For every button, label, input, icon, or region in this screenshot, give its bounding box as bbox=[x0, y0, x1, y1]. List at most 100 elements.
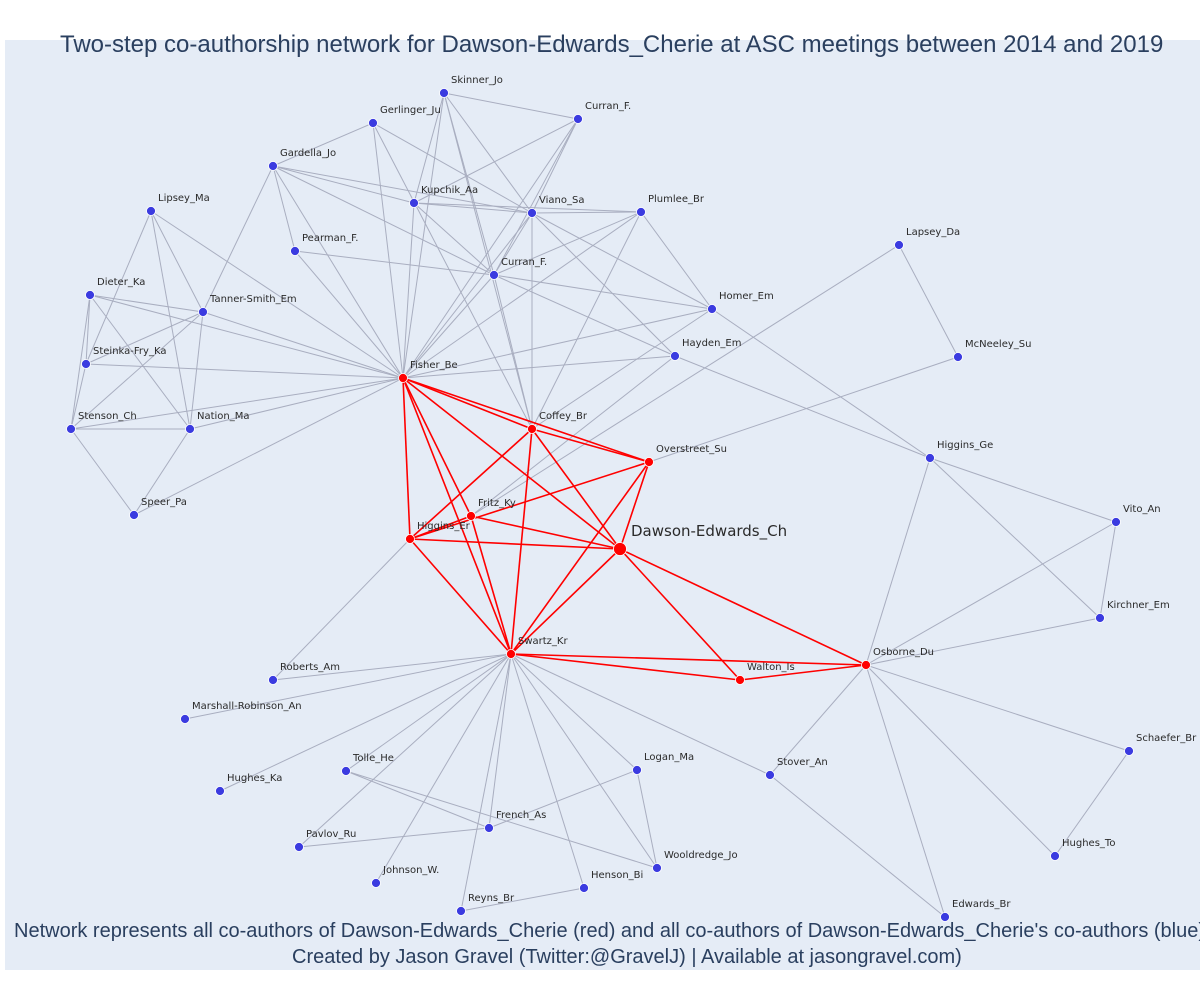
node-mcneeley-su[interactable] bbox=[953, 352, 963, 362]
grey-edge-fisher-be--nation-ma bbox=[189, 377, 404, 430]
grey-edge-fisher-be--gerlinger-ju bbox=[372, 122, 404, 379]
node-label-osborne-du: Osborne_Du bbox=[873, 647, 934, 658]
node-speer-pa[interactable] bbox=[129, 510, 139, 520]
grey-edge-tolle-he--french-as bbox=[345, 770, 490, 829]
grey-edge-kupchik-aa--viano-sa bbox=[413, 202, 533, 214]
grey-edge-plumlee-br--curran-f-mid bbox=[493, 211, 642, 276]
node-label-logan-ma: Logan_Ma bbox=[644, 752, 694, 763]
grey-edge-kupchik-aa--plumlee-br bbox=[413, 202, 642, 213]
node-viano-sa[interactable] bbox=[527, 208, 537, 218]
node-vito-an[interactable] bbox=[1111, 517, 1121, 527]
grey-edge-viano-sa--homer-em bbox=[531, 212, 713, 310]
red-edge-dawson-edwards-ch--osborne-du bbox=[619, 548, 867, 666]
node-lipsey-ma[interactable] bbox=[146, 206, 156, 216]
node-johnson-w[interactable] bbox=[371, 878, 381, 888]
grey-edge-swartz-kr--tolle-he bbox=[345, 653, 512, 772]
node-stover-an[interactable] bbox=[765, 770, 775, 780]
node-hayden-em[interactable] bbox=[670, 351, 680, 361]
grey-edge-fisher-be--steinka-fry-ka bbox=[85, 363, 404, 379]
node-curran-f-top[interactable] bbox=[573, 114, 583, 124]
node-wooldredge-jo[interactable] bbox=[652, 863, 662, 873]
node-label-mcneeley-su: McNeeley_Su bbox=[965, 339, 1031, 350]
grey-edge-swartz-kr--marshall-robinson-an bbox=[184, 653, 512, 720]
grey-edge-logan-ma--french-as bbox=[488, 769, 638, 829]
red-edge-fritz-ky--higgins-er bbox=[409, 515, 472, 540]
grey-edge-stover-an--edwards-br bbox=[769, 774, 946, 918]
node-osborne-du[interactable] bbox=[861, 660, 871, 670]
grey-edge-higgins-ge--osborne-du bbox=[865, 457, 931, 666]
node-curran-f-mid[interactable] bbox=[489, 270, 499, 280]
grey-edge-lipsey-ma--tanner-smith-em bbox=[150, 210, 204, 313]
node-pavlov-ru[interactable] bbox=[294, 842, 304, 852]
node-tanner-smith-em[interactable] bbox=[198, 307, 208, 317]
node-walton-is[interactable] bbox=[735, 675, 745, 685]
red-edge-overstreet-su--swartz-kr bbox=[510, 461, 650, 655]
node-overstreet-su[interactable] bbox=[644, 457, 654, 467]
node-marshall-robinson-an[interactable] bbox=[180, 714, 190, 724]
node-label-curran-f-mid: Curran_F. bbox=[501, 257, 547, 268]
node-hughes-ka[interactable] bbox=[215, 786, 225, 796]
grey-edge-mcneeley-su--overstreet-su bbox=[648, 356, 959, 463]
grey-edge-curran-f-mid--hayden-em bbox=[493, 274, 676, 357]
node-reyns-br[interactable] bbox=[456, 906, 466, 916]
node-nation-ma[interactable] bbox=[185, 424, 195, 434]
grey-edge-swartz-kr--wooldredge-jo bbox=[510, 653, 658, 869]
node-pearman-f[interactable] bbox=[290, 246, 300, 256]
node-label-steinka-fry-ka: Steinka-Fry_Ka bbox=[93, 346, 166, 357]
node-label-reyns-br: Reyns_Br bbox=[468, 893, 515, 904]
node-gardella-jo[interactable] bbox=[268, 161, 278, 171]
node-schaefer-br[interactable] bbox=[1124, 746, 1134, 756]
node-plumlee-br[interactable] bbox=[636, 207, 646, 217]
node-higgins-ge[interactable] bbox=[925, 453, 935, 463]
grey-edge-curran-f-top--viano-sa bbox=[531, 118, 579, 214]
node-roberts-am[interactable] bbox=[268, 675, 278, 685]
red-edge-dawson-edwards-ch--walton-is bbox=[619, 548, 741, 681]
node-kirchner-em[interactable] bbox=[1095, 613, 1105, 623]
node-fisher-be[interactable] bbox=[398, 373, 408, 383]
node-label-french-as: French_As bbox=[496, 810, 546, 821]
grey-edge-schaefer-br--hughes-to bbox=[1054, 750, 1130, 857]
node-label-homer-em: Homer_Em bbox=[719, 291, 774, 302]
node-skinner-jo[interactable] bbox=[439, 88, 449, 98]
node-homer-em[interactable] bbox=[707, 304, 717, 314]
grey-edge-fisher-be--lipsey-ma bbox=[150, 210, 404, 379]
grey-edge-viano-sa--curran-f-mid bbox=[493, 212, 533, 276]
grey-edge-fisher-be--hayden-em bbox=[402, 355, 676, 379]
node-tolle-he[interactable] bbox=[341, 766, 351, 776]
node-henson-bi[interactable] bbox=[579, 883, 589, 893]
grey-edge-swartz-kr--roberts-am bbox=[272, 653, 512, 681]
node-label-tanner-smith-em: Tanner-Smith_Em bbox=[209, 294, 297, 305]
node-stenson-ch[interactable] bbox=[66, 424, 76, 434]
node-gerlinger-ju[interactable] bbox=[368, 118, 378, 128]
grey-edge-french-as--pavlov-ru bbox=[298, 827, 490, 848]
node-coffey-br[interactable] bbox=[527, 424, 537, 434]
grey-edge-fisher-be--curran-f-top bbox=[402, 118, 579, 379]
node-dawson-edwards-ch[interactable] bbox=[613, 542, 627, 556]
node-hughes-to[interactable] bbox=[1050, 851, 1060, 861]
grey-edge-layer bbox=[70, 92, 1130, 918]
grey-edge-swartz-kr--johnson-w bbox=[375, 653, 512, 884]
node-dieter-ka[interactable] bbox=[85, 290, 95, 300]
grey-edge-curran-f-top--curran-f-mid bbox=[493, 118, 579, 276]
grey-edge-dieter-ka--steinka-fry-ka bbox=[85, 294, 91, 365]
node-label-lapsey-da: Lapsey_Da bbox=[906, 227, 960, 238]
node-french-as[interactable] bbox=[484, 823, 494, 833]
red-edge-dawson-edwards-ch--coffey-br bbox=[531, 428, 621, 550]
red-edge-fritz-ky--swartz-kr bbox=[470, 515, 512, 655]
grey-edge-vito-an--kirchner-em bbox=[1099, 521, 1117, 619]
node-logan-ma[interactable] bbox=[632, 765, 642, 775]
node-fritz-ky[interactable] bbox=[466, 511, 476, 521]
node-swartz-kr[interactable] bbox=[506, 649, 516, 659]
grey-edge-kirchner-em--osborne-du bbox=[865, 617, 1101, 666]
node-label-gerlinger-ju: Gerlinger_Ju bbox=[380, 105, 441, 116]
grey-edge-osborne-du--stover-an bbox=[769, 664, 867, 776]
node-edwards-br[interactable] bbox=[940, 912, 950, 922]
node-kupchik-aa[interactable] bbox=[409, 198, 419, 208]
node-lapsey-da[interactable] bbox=[894, 240, 904, 250]
grey-edge-osborne-du--edwards-br bbox=[865, 664, 946, 918]
node-higgins-er[interactable] bbox=[405, 534, 415, 544]
grey-edge-skinner-jo--kupchik-aa bbox=[413, 92, 445, 204]
grey-edge-swartz-kr--reyns-br bbox=[460, 653, 512, 912]
node-label-walton-is: Walton_Is bbox=[747, 662, 795, 673]
node-steinka-fry-ka[interactable] bbox=[81, 359, 91, 369]
